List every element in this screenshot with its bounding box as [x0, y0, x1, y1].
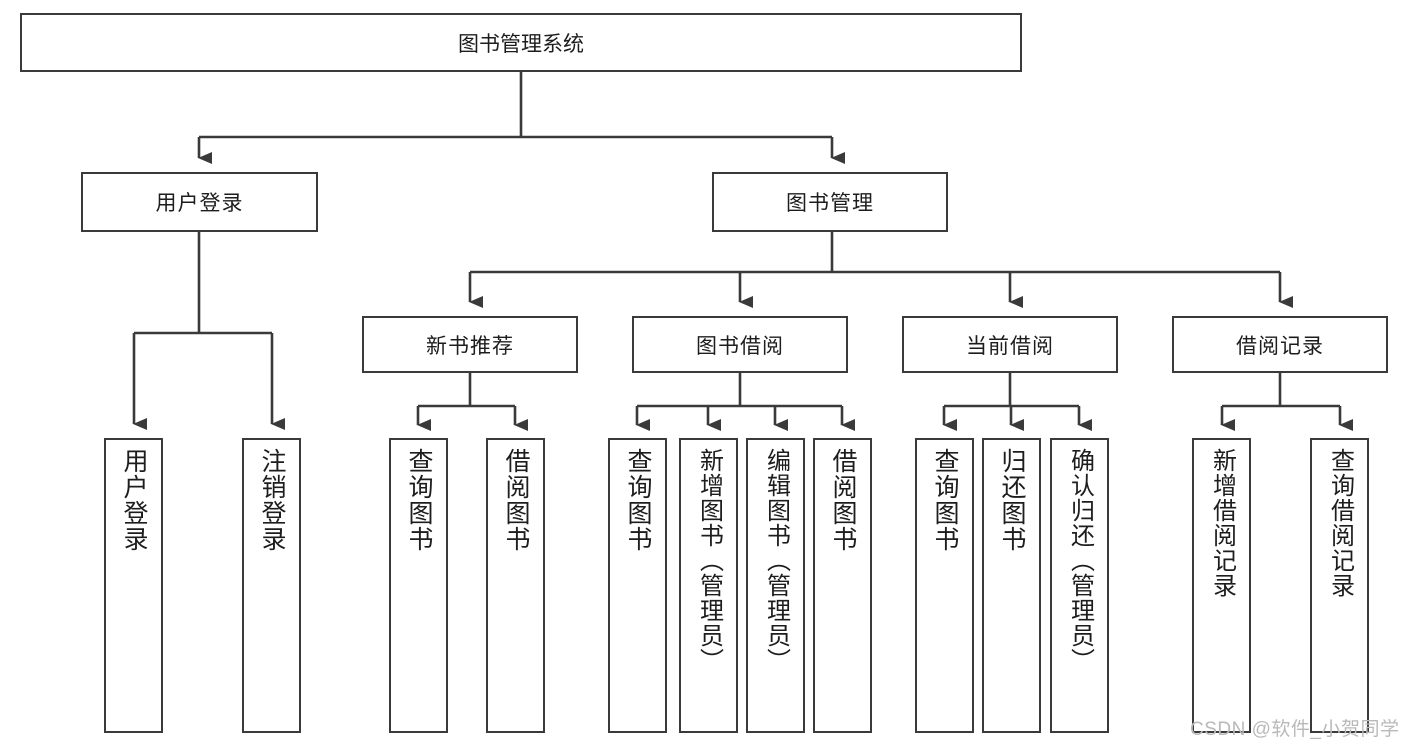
- leaf-user-login[interactable]: 用户登录: [104, 438, 163, 733]
- node-current-borrowing[interactable]: 当前借阅: [902, 316, 1118, 373]
- node-borrowing-records[interactable]: 借阅记录: [1172, 316, 1388, 373]
- leaf-add-borrow-record[interactable]: 新增借阅记录: [1192, 438, 1251, 733]
- node-label: 注销登录: [258, 448, 286, 552]
- node-label: 新增借阅记录: [1208, 448, 1236, 598]
- leaf-query-books-new[interactable]: 查询图书: [389, 438, 448, 733]
- node-book-management[interactable]: 图书管理: [712, 172, 948, 232]
- node-label: 借阅图书: [502, 448, 530, 552]
- leaf-borrow-books[interactable]: 借阅图书: [813, 438, 872, 733]
- node-label: 新书推荐: [426, 334, 514, 358]
- leaf-add-book-admin[interactable]: 新增图书（管理员）: [679, 438, 738, 733]
- leaf-confirm-return-admin[interactable]: 确认归还（管理员）: [1050, 438, 1109, 733]
- leaf-return-books[interactable]: 归还图书: [982, 438, 1041, 733]
- node-new-book-recommendation[interactable]: 新书推荐: [362, 316, 578, 373]
- node-label: 查询图书: [931, 448, 959, 552]
- leaf-query-books-borrow[interactable]: 查询图书: [608, 438, 667, 733]
- node-user-login[interactable]: 用户登录: [81, 172, 318, 232]
- node-label: 查询借阅记录: [1326, 448, 1354, 598]
- node-label: 图书管理: [786, 192, 874, 215]
- node-label: 编辑图书（管理员）: [762, 448, 790, 673]
- leaf-edit-book-admin[interactable]: 编辑图书（管理员）: [746, 438, 805, 733]
- node-label: 借阅记录: [1236, 334, 1324, 358]
- node-root-book-management-system[interactable]: 图书管理系统: [20, 13, 1022, 72]
- node-label: 当前借阅: [966, 334, 1054, 358]
- node-label: 确认归还（管理员）: [1066, 448, 1094, 673]
- node-label: 图书借阅: [696, 334, 784, 358]
- node-label: 新增图书（管理员）: [695, 448, 723, 673]
- node-label: 查询图书: [405, 448, 433, 552]
- leaf-query-books-current[interactable]: 查询图书: [915, 438, 974, 733]
- node-label: 查询图书: [624, 448, 652, 552]
- node-label: 用户登录: [155, 192, 244, 215]
- node-book-borrowing[interactable]: 图书借阅: [632, 316, 848, 373]
- leaf-query-borrow-record[interactable]: 查询借阅记录: [1310, 438, 1369, 733]
- leaf-borrow-books-new[interactable]: 借阅图书: [486, 438, 545, 733]
- node-label: 归还图书: [998, 448, 1026, 552]
- node-label: 图书管理系统: [458, 32, 584, 56]
- node-label: 用户登录: [120, 448, 148, 552]
- node-label: 借阅图书: [829, 448, 857, 552]
- leaf-logout[interactable]: 注销登录: [242, 438, 301, 733]
